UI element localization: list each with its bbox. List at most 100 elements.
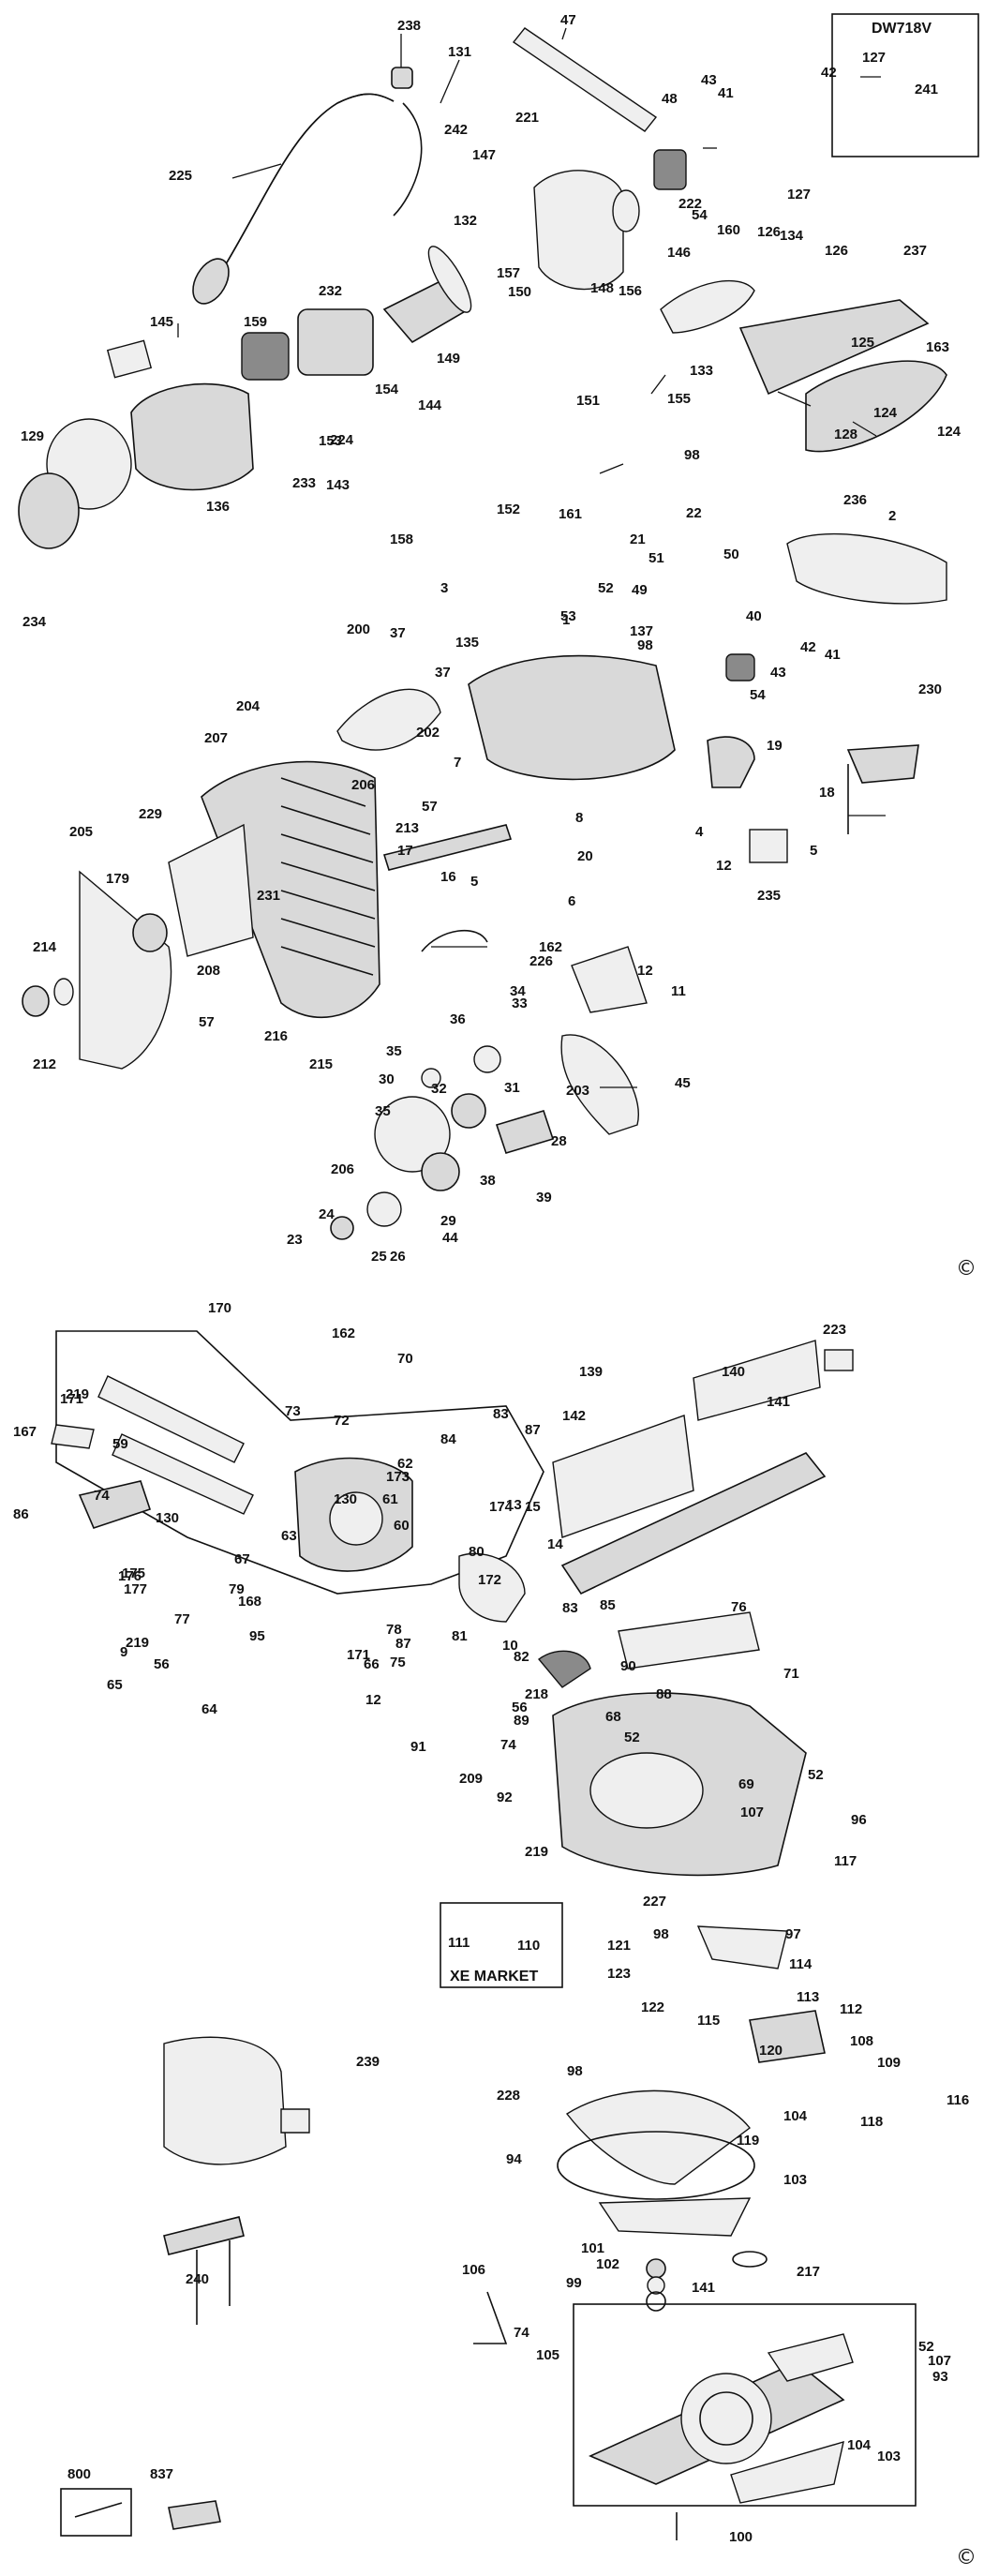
top-callout-20: 20 — [577, 848, 593, 864]
bottom-callout-98: 98 — [567, 2063, 583, 2079]
top-callout-32: 32 — [431, 1081, 447, 1097]
bottom-callout-171: 171 — [347, 1647, 370, 1663]
top-callout-154: 154 — [375, 382, 399, 397]
top-callout-42: 42 — [821, 65, 837, 81]
bottom-callout-217: 217 — [797, 2264, 820, 2280]
bottom-callout-75: 75 — [390, 1655, 406, 1670]
top-callout-232: 232 — [319, 283, 342, 299]
bottom-callout-103: 103 — [877, 2449, 901, 2464]
top-callout-151: 151 — [576, 393, 600, 409]
bottom-callout-142: 142 — [562, 1408, 586, 1424]
bottom-callout-107: 107 — [740, 1805, 764, 1820]
bottom-callout-130: 130 — [334, 1491, 357, 1507]
bottom-callout-64: 64 — [201, 1701, 217, 1717]
bottom-callout-97: 97 — [785, 1926, 801, 1942]
bottom-callout-95: 95 — [249, 1628, 265, 1644]
top-callout-131: 131 — [448, 44, 471, 60]
top-callout-41: 41 — [718, 85, 734, 101]
bottom-callout-92: 92 — [497, 1790, 513, 1805]
bottom-callout-240: 240 — [186, 2271, 209, 2287]
top-callout-237: 237 — [903, 243, 927, 259]
bottom-callout-81: 81 — [452, 1628, 468, 1644]
bottom-callout-114: 114 — [789, 1956, 813, 1972]
bottom-callout-82: 82 — [514, 1649, 529, 1665]
bottom-callout-13: 13 — [506, 1497, 522, 1513]
bottom-callout-219: 219 — [126, 1635, 149, 1651]
top-callout-146: 146 — [667, 245, 691, 261]
top-callout-54: 54 — [750, 687, 766, 703]
top-callout-17: 17 — [397, 843, 413, 859]
top-callout-21: 21 — [630, 532, 646, 547]
bottom-callout-73: 73 — [285, 1403, 301, 1419]
bottom-callout-87: 87 — [395, 1636, 411, 1652]
top-callout-28: 28 — [551, 1133, 567, 1149]
top-callout-212: 212 — [33, 1056, 56, 1072]
bottom-callout-88: 88 — [656, 1686, 672, 1702]
bottom-callout-102: 102 — [596, 2256, 619, 2272]
bottom-callout-83: 83 — [562, 1600, 578, 1616]
top-callout-163: 163 — [926, 339, 949, 355]
top-callout-148: 148 — [590, 280, 614, 296]
top-callout-150: 150 — [508, 284, 531, 300]
bottom-callout-69: 69 — [738, 1776, 754, 1792]
bottom-callout-173: 173 — [386, 1469, 410, 1485]
bottom-callout-121: 121 — [607, 1938, 631, 1954]
top-callout-50: 50 — [723, 547, 739, 562]
bottom-callout-100: 100 — [729, 2529, 753, 2545]
bottom-callout-84: 84 — [440, 1431, 456, 1447]
bottom-callout-239: 239 — [356, 2054, 380, 2070]
top-callout-45: 45 — [675, 1075, 691, 1091]
top-callout-128: 128 — [834, 427, 857, 442]
top-callout-144: 144 — [418, 397, 442, 413]
market-callout-111: 111 — [448, 1935, 470, 1951]
top-callout-137: 137 — [630, 623, 653, 639]
top-callout-57: 57 — [422, 799, 438, 815]
top-callout-206: 206 — [331, 1161, 354, 1177]
top-callout-147: 147 — [472, 147, 496, 163]
bottom-callout-112: 112 — [840, 2001, 862, 2017]
top-callout-226: 226 — [529, 953, 553, 969]
bottom-callout-99: 99 — [566, 2275, 582, 2291]
bottom-callout-98: 98 — [653, 1926, 669, 1942]
bottom-callout-209: 209 — [459, 1771, 483, 1787]
bottom-callout-74: 74 — [514, 2325, 529, 2341]
top-callout-38: 38 — [480, 1173, 496, 1189]
bottom-callout-139: 139 — [579, 1364, 603, 1380]
bottom-callout-15: 15 — [525, 1499, 541, 1515]
inset-93-box — [573, 2303, 917, 2507]
top-callout-23: 23 — [287, 1232, 303, 1248]
top-callout-98: 98 — [637, 637, 653, 653]
top-callout-35: 35 — [386, 1043, 402, 1059]
market-callout-110: 110 — [517, 1938, 540, 1954]
top-callout-149: 149 — [437, 351, 460, 367]
top-callout-216: 216 — [264, 1028, 288, 1044]
bottom-callout-56: 56 — [154, 1656, 170, 1672]
bottom-callout-83: 83 — [493, 1406, 509, 1422]
bottom-callout-122: 122 — [641, 1999, 664, 2015]
bottom-callout-74: 74 — [94, 1488, 110, 1504]
bottom-callout-140: 140 — [722, 1364, 745, 1380]
top-callout-19: 19 — [767, 738, 783, 754]
bottom-callout-105: 105 — [536, 2347, 559, 2363]
top-callout-125: 125 — [851, 335, 874, 351]
bottom-callout-104: 104 — [847, 2437, 872, 2453]
top-callout-152: 152 — [497, 502, 520, 517]
copyright-top: © — [956, 1257, 977, 1281]
top-callout-2: 2 — [888, 508, 896, 524]
bottom-callout-52: 52 — [624, 1730, 640, 1745]
top-callout-39: 39 — [536, 1190, 552, 1206]
bottom-callout-176: 176 — [118, 1568, 142, 1584]
top-callout-161: 161 — [559, 506, 582, 522]
bottom-callout-9: 9 — [120, 1644, 127, 1660]
top-callout-52: 52 — [598, 580, 614, 596]
top-callout-57: 57 — [199, 1014, 215, 1030]
bottom-callout-118: 118 — [860, 2114, 883, 2130]
bottom-callout-86: 86 — [13, 1506, 29, 1522]
top-callout-3: 3 — [440, 580, 448, 596]
top-callout-53: 53 — [560, 608, 576, 624]
svg-text:©: © — [956, 2546, 977, 2569]
bottom-callout-168: 168 — [238, 1594, 261, 1610]
bottom-callout-67: 67 — [234, 1551, 250, 1567]
top-callout-22: 22 — [686, 505, 702, 521]
bottom-callout-177: 177 — [124, 1581, 147, 1597]
